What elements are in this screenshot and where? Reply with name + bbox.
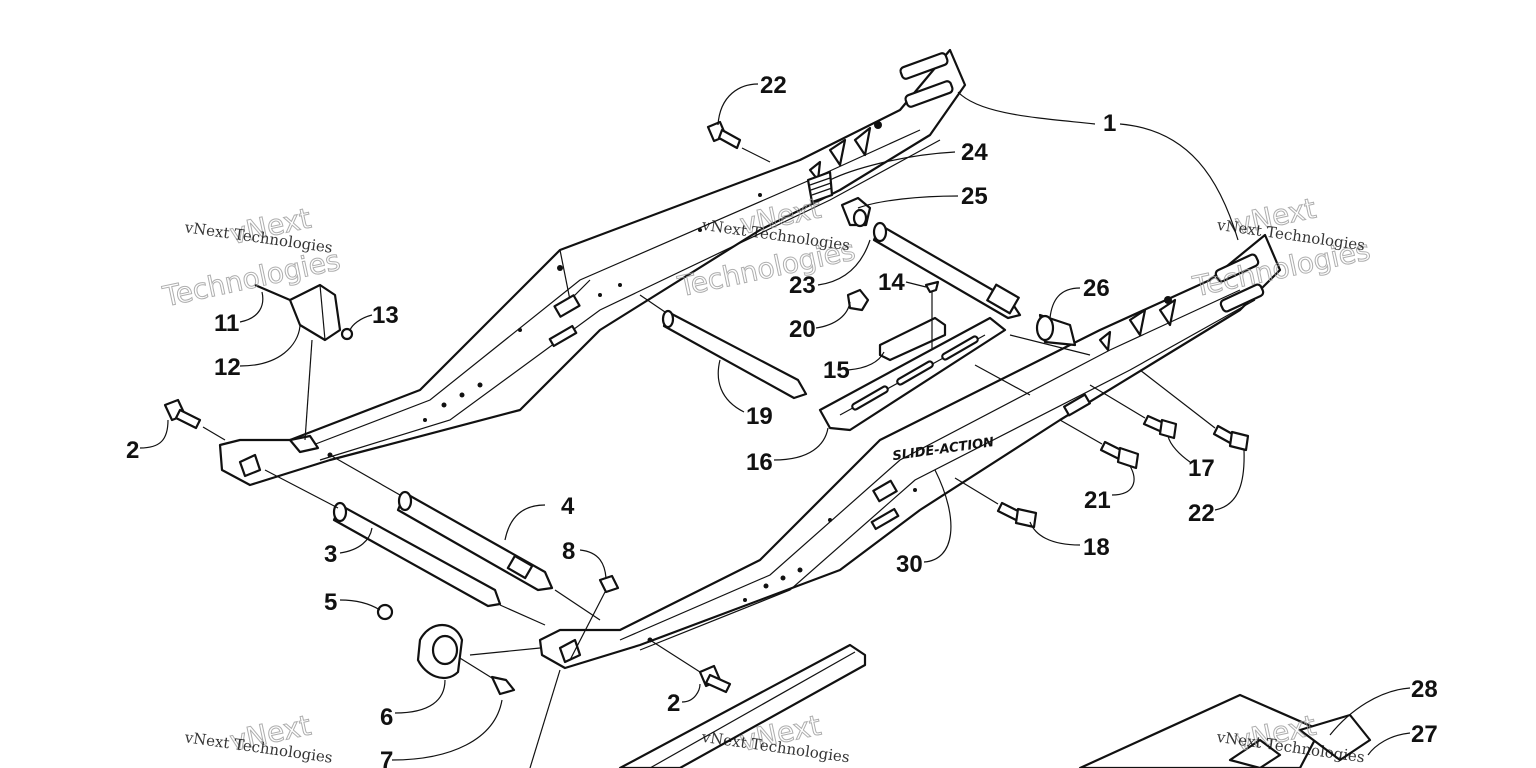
callout-17: 17	[1188, 455, 1215, 482]
end-cap	[569, 574, 620, 661]
callout-4: 4	[561, 493, 575, 520]
callout-12: 12	[214, 354, 241, 381]
callout-18: 18	[1083, 534, 1110, 561]
callout-27: 27	[1411, 721, 1438, 748]
callout-7: 7	[380, 747, 393, 768]
idler-wheel	[416, 624, 541, 679]
callout-28: 28	[1411, 676, 1438, 703]
callout-5: 5	[324, 589, 337, 616]
leader-lines	[139, 83, 1411, 761]
watermark-top-right: vNext Technologies vNext Technologies	[1189, 191, 1374, 304]
callout-24: 24	[961, 139, 988, 166]
callout-30: 30	[896, 551, 923, 578]
watermark-bottom-left: vNext vNext Technologies	[183, 708, 334, 767]
callout-8: 8	[562, 538, 575, 565]
wear-strip	[529, 643, 1372, 768]
callout-1: 1	[1103, 110, 1116, 137]
bolts	[163, 120, 1250, 696]
callout-19: 19	[746, 403, 773, 430]
callout-16: 16	[746, 449, 773, 476]
callout-2-lower: 2	[667, 690, 680, 717]
callout-15: 15	[823, 357, 850, 384]
spring-and-bracket	[806, 170, 872, 228]
callout-labels: 1 2 2 3 4 5 6 7 8 11 12 13 14 15 16 17 1…	[126, 72, 1438, 768]
callout-3: 3	[324, 541, 337, 568]
bumper-block	[288, 283, 342, 441]
slide-block-assembly	[818, 280, 1007, 432]
callout-20: 20	[789, 316, 816, 343]
callout-26: 26	[1083, 275, 1110, 302]
callout-22-top: 22	[760, 72, 787, 99]
callout-14: 14	[878, 269, 905, 296]
callout-6: 6	[380, 704, 393, 731]
callout-2-left: 2	[126, 437, 139, 464]
right-rail: SLIDE-ACTION	[538, 233, 1282, 670]
callout-13: 13	[372, 302, 399, 329]
callout-25: 25	[961, 183, 988, 210]
callout-22-right: 22	[1188, 500, 1215, 527]
cross-shafts	[264, 221, 1091, 626]
callout-23: 23	[789, 272, 816, 299]
callout-11: 11	[214, 310, 239, 337]
callout-21: 21	[1084, 487, 1111, 514]
